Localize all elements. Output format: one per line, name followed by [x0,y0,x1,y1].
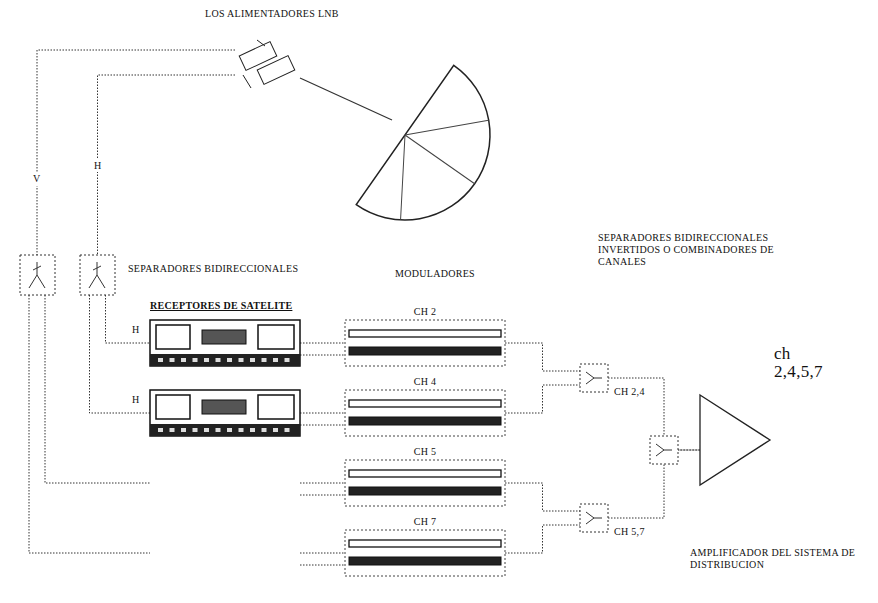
group-label: MODULADORES [395,268,475,280]
cable-connector [505,385,580,413]
cable-connector [300,413,345,414]
mod-shape [345,530,505,576]
mod-node: CH 4 [345,390,505,436]
node-text: CH 4 [345,376,505,388]
node-outline [580,364,608,392]
v-feed-cable [37,50,235,255]
mod-node: CH 7 [345,530,505,576]
amp-shape [700,395,770,485]
amp-node: ch 2,4,5,7AMPLIFICADOR DEL SISTEMA DE DI… [700,395,770,485]
mod-shape [345,320,505,366]
lnb-shape [239,40,295,88]
node-text: LOS ALIMENTADORES LNB [205,8,339,20]
cable-connector [90,295,151,413]
lnb-node: LOS ALIMENTADORES LNB [235,38,305,88]
cable [300,483,345,553]
mod-shape [345,390,505,436]
node-text: CH 5 [345,446,505,458]
bidirectional-splitter [20,255,55,295]
cable [29,295,150,553]
mod-node: CH 5 [345,460,505,506]
split-node: SEPARADORES BIDIRECCIONALES [80,255,115,295]
comb-node: CH 2,4 [580,364,608,392]
node-outline [700,395,770,485]
split-shape [80,255,115,295]
node-text: CH 7 [345,516,505,528]
node-outline [150,320,300,366]
node-outline [80,255,115,295]
cable [45,295,150,483]
node-outline [345,460,505,506]
group-label: RECEPTORES DE SATELITE [150,300,292,312]
cable-connector [505,343,580,371]
polarity-label: H [92,159,103,172]
mod-node: CH 2 [345,320,505,366]
node-text: CH 2,4 [614,386,645,398]
cable-connector [106,295,151,343]
node-text: CH 2 [345,306,505,318]
node-text: CH 5,7 [614,526,645,538]
node-outline [345,530,505,576]
rx-shape [150,320,300,366]
comb-node: CH 5,7 [580,504,608,532]
node-outline [345,390,505,436]
cable-connector [300,343,345,344]
polarity-label: V [31,172,43,186]
group-label: SEPARADORES BIDIRECCIONALES INVERTIDOS O… [598,232,813,268]
node-outline [150,390,300,436]
cable-connector [98,75,236,255]
node-text: ch 2,4,5,7 [774,345,836,381]
feed-support-arm [300,78,392,120]
node-text: H [132,394,140,406]
node-text: SEPARADORES BIDIRECCIONALES [128,263,298,275]
comb-shape [580,364,608,392]
node-outline [235,38,305,88]
cable-connector [505,525,580,553]
audio-cable [300,355,345,565]
rx-node: H [150,390,300,436]
channel-combiner [650,436,678,464]
mod-shape [345,460,505,506]
satellite-dish [356,65,523,253]
node-text: AMPLIFICADOR DEL SISTEMA DE DISTRIBUCION [690,547,860,571]
node-outline [580,504,608,532]
rx-shape [150,390,300,436]
node-outline [345,320,505,366]
comb-shape [580,504,608,532]
node-text: H [132,324,140,336]
cable-connector [505,483,580,511]
rx-node: H [150,320,300,366]
